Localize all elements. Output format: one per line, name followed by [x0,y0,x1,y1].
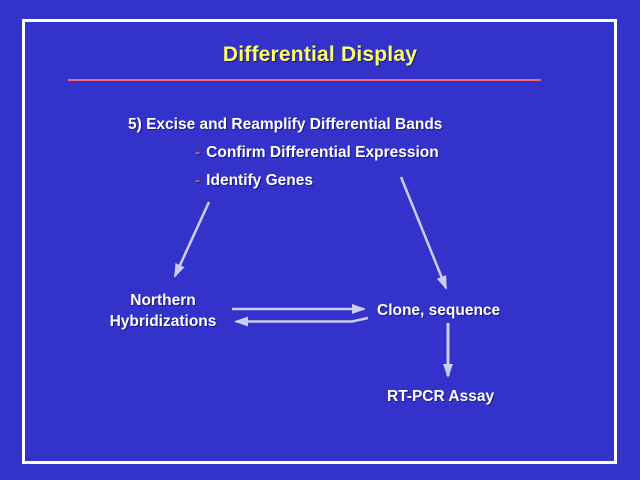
slide-title: Differential Display [222,43,418,66]
node-rtpcr-assay: RT-PCR Assay [387,388,495,405]
node-northern-line2: Hybridizations [109,313,217,330]
step-heading: 5) Excise and Reamplify Differential Ban… [128,116,443,133]
node-clone-sequence: Clone, sequence [377,302,501,319]
bullet-dash-icon: - [195,172,201,189]
node-northern-hybridizations: Northern Hybridizations [98,290,228,332]
bullet-dash-icon: - [195,144,201,161]
bullet-confirm-differential-expression: -Confirm Differential Expression [195,144,439,162]
bullet-label: Confirm Differential Expression [206,144,439,161]
title-underline-rule [68,79,541,81]
node-northern-line1: Northern [130,292,196,309]
bullet-identify-genes: -Identify Genes [195,172,313,190]
slide-border-frame [22,19,617,464]
bullet-label: Identify Genes [206,172,313,189]
